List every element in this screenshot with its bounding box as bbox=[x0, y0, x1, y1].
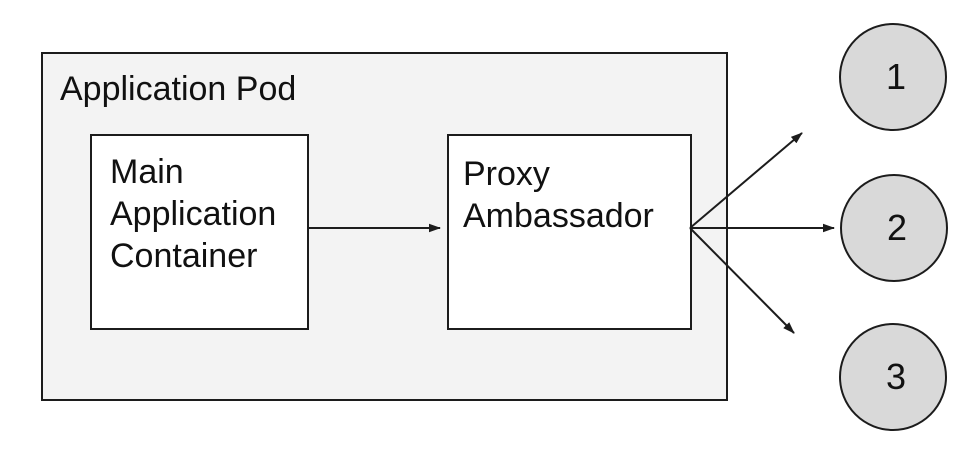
endpoint-node-2-label: 2 bbox=[886, 207, 908, 248]
proxy-ambassador-label-line: Proxy bbox=[463, 155, 550, 193]
main-application-container-label-line: Main bbox=[110, 153, 184, 191]
application-pod-label: Application Pod bbox=[60, 70, 297, 108]
proxy-ambassador-label-line: Ambassador bbox=[463, 197, 654, 235]
endpoint-node-3: 3 bbox=[839, 323, 947, 431]
endpoint-node-1-label: 1 bbox=[885, 56, 907, 97]
endpoint-node-2: 2 bbox=[840, 174, 948, 282]
main-application-container-node: Main Application Container bbox=[90, 134, 309, 330]
main-application-container-label-line: Container bbox=[110, 237, 258, 275]
endpoint-node-3-label: 3 bbox=[885, 356, 907, 397]
endpoint-node-1: 1 bbox=[839, 23, 947, 131]
main-application-container-label-line: Application bbox=[110, 195, 277, 233]
proxy-ambassador-node: Proxy Ambassador bbox=[447, 134, 692, 330]
application-pod-group: Application Pod Main Application Contain… bbox=[41, 52, 728, 401]
